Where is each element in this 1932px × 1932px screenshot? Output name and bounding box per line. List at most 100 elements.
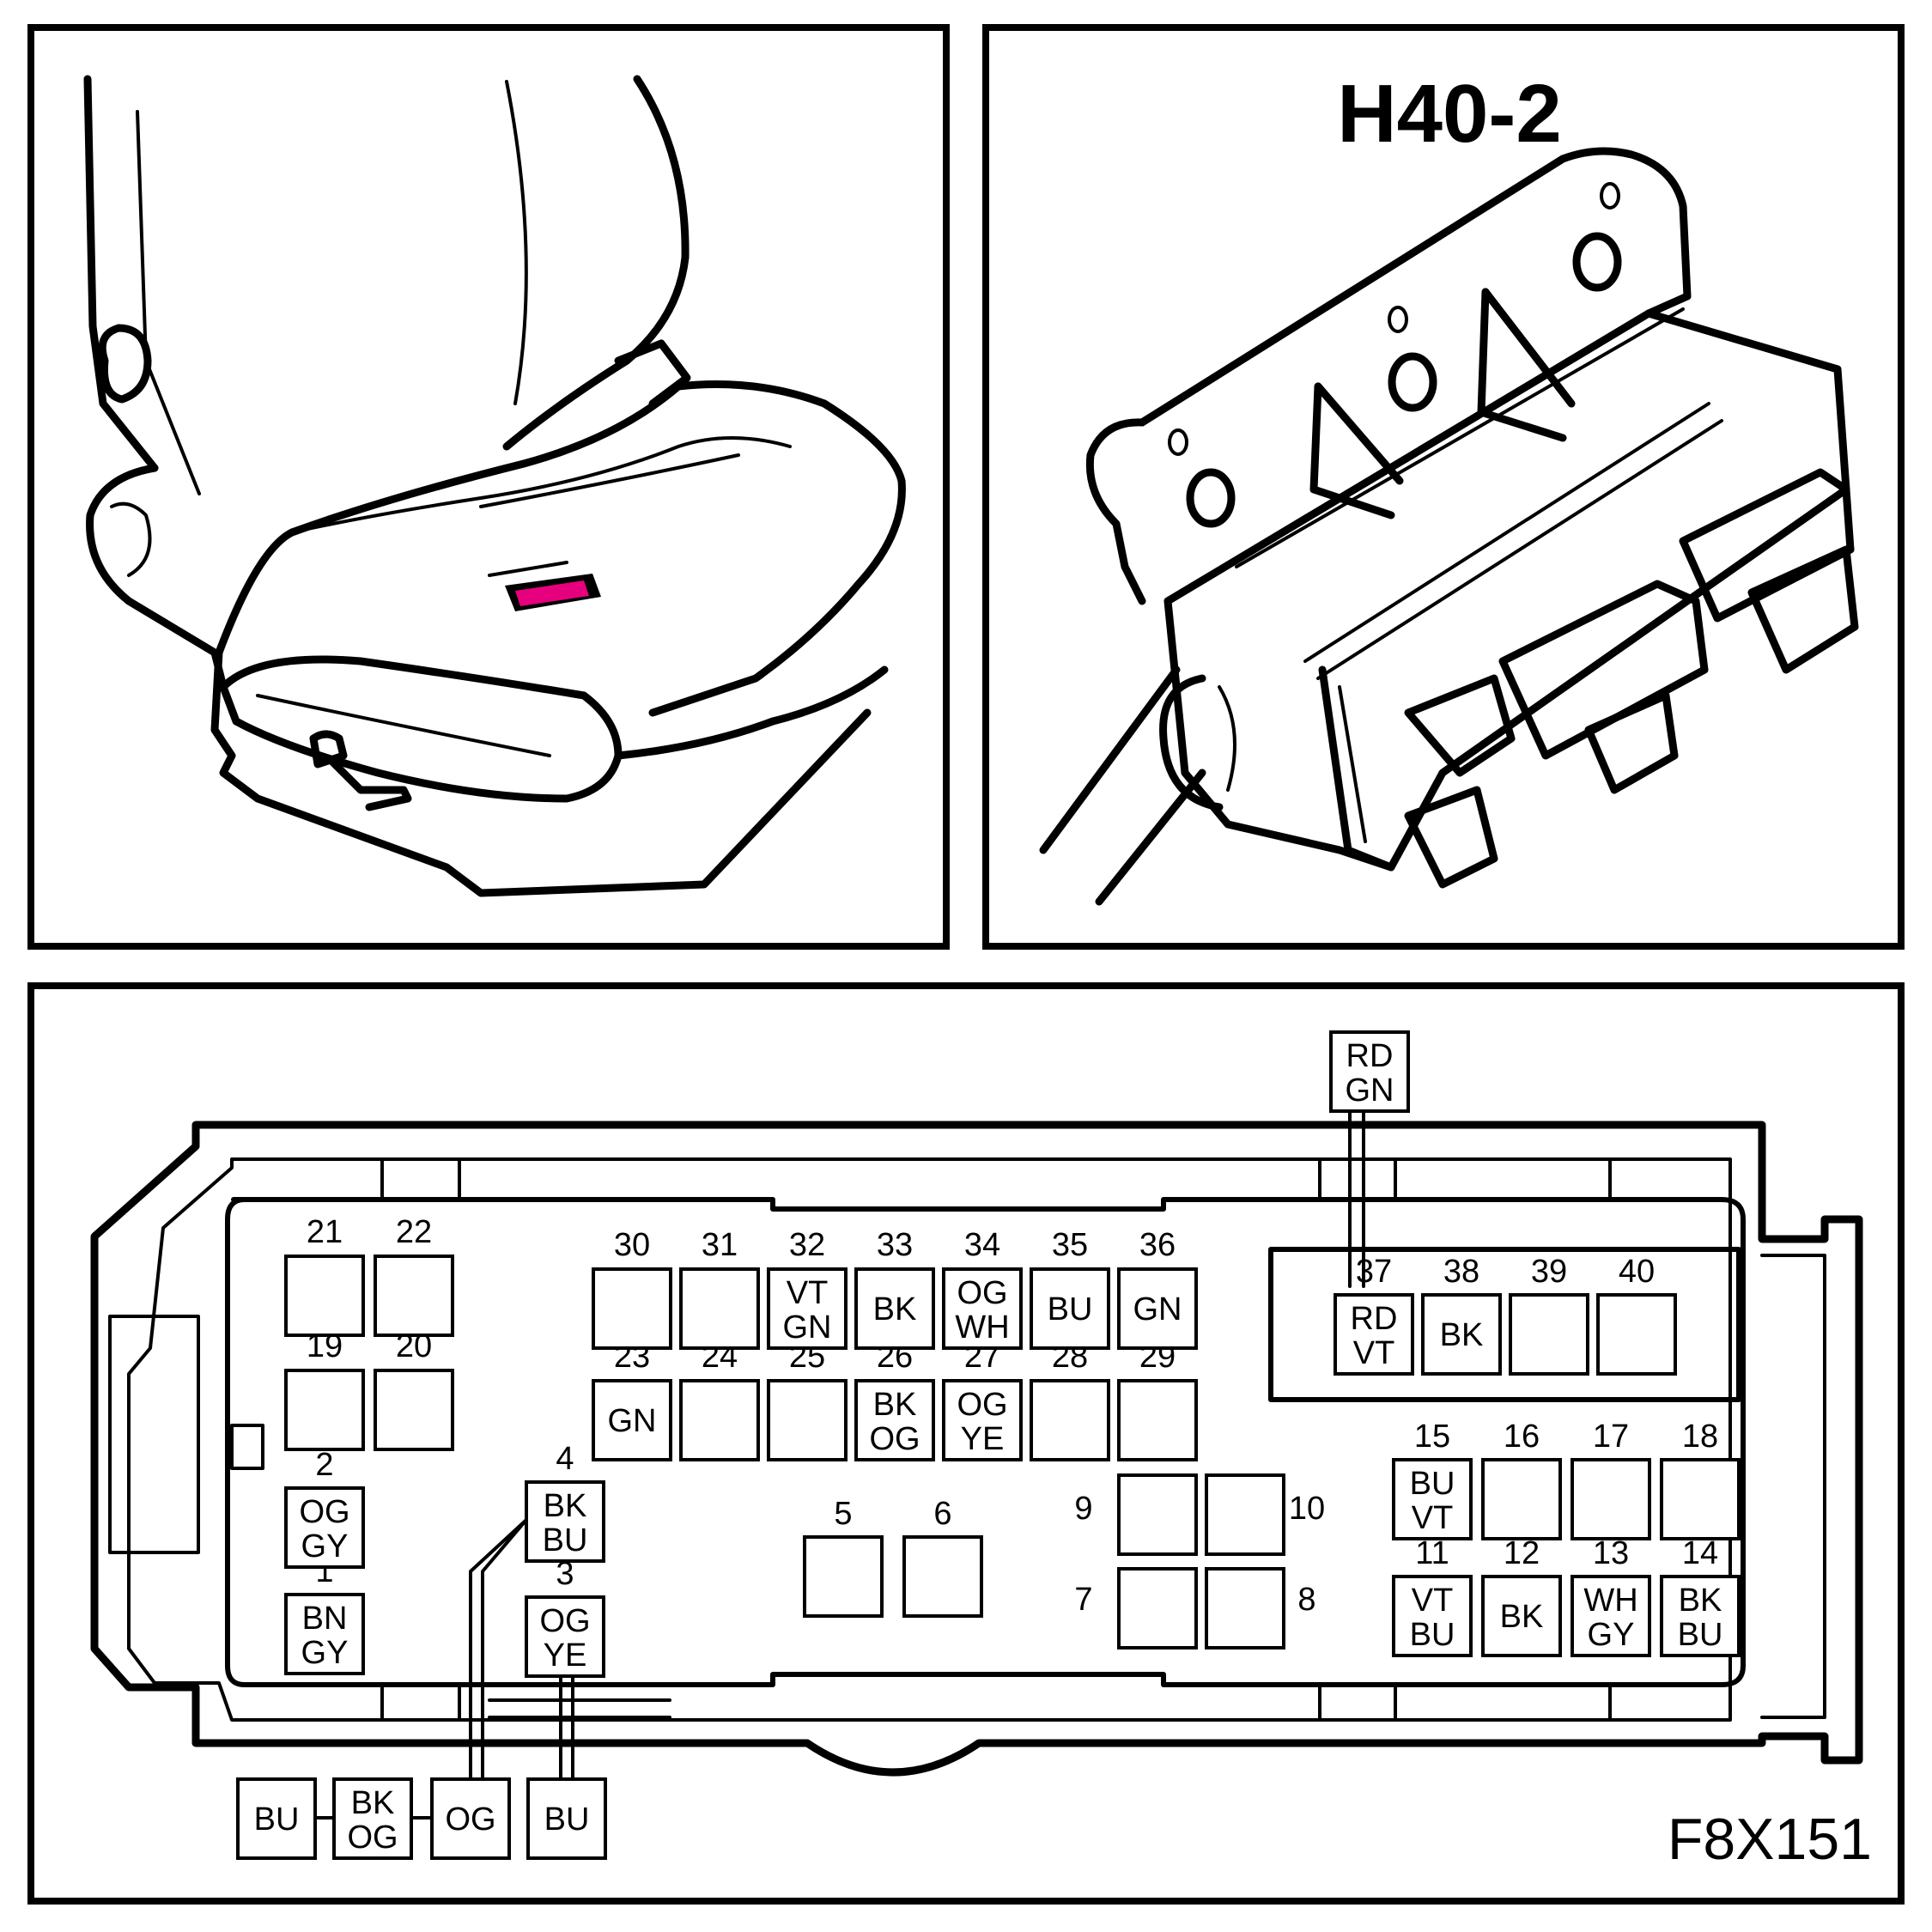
pin-6-cavity [902,1535,983,1618]
pin-22-cavity [374,1255,454,1337]
pin-20: 20 [374,1328,454,1451]
pin-9-cavity [1117,1473,1198,1556]
pin-40-cavity [1596,1293,1677,1376]
ext-b-wire-color-primary: BK [351,1785,395,1821]
pin-35-number: 35 [1052,1227,1088,1263]
pin-32-number: 32 [789,1227,825,1263]
pin-37-wire-color-primary: RD [1351,1301,1398,1337]
pin-29-cavity [1117,1379,1198,1461]
pin-1-wire-color-primary: BN [302,1601,348,1637]
pin-9: 9 [1074,1473,1198,1556]
connector-panel-frame [982,24,1905,950]
pin-17: 17 [1571,1419,1651,1540]
pin-23-wire-color: GN [608,1403,657,1439]
pin-32-wire-color-primary: VT [787,1275,829,1311]
pin-18-cavity [1660,1458,1741,1540]
pin-19: 19 [284,1328,365,1451]
pin-14-number: 14 [1682,1535,1718,1571]
pin-11-cavity [1392,1575,1473,1657]
pin-38-cavity [1421,1293,1502,1376]
pin-20-cavity [374,1369,454,1451]
pin-14-wire-color-primary: BK [1679,1583,1722,1619]
pin-38-wire-color: BK [1440,1317,1484,1353]
pin-11-wire-color-secondary: BU [1410,1617,1455,1653]
ext-4-wire-color: OG [445,1801,495,1838]
pin-32-wire-color-secondary: GN [783,1309,832,1346]
pin-30: 30 [592,1227,672,1350]
pin-3-wire-color-primary: OG [539,1603,590,1639]
pin-17-cavity [1571,1458,1651,1540]
pin-10-cavity [1205,1473,1285,1556]
connector-block-drawing [1039,147,1859,906]
pin-25-cavity [767,1379,848,1461]
pin-1-cavity [284,1593,365,1675]
pin-35-wire-color: BU [1048,1291,1093,1327]
pin-39-number: 39 [1531,1254,1567,1290]
seat-panel-frame [27,24,950,950]
pin-5-number: 5 [834,1496,852,1532]
connector-face-outline [90,1121,1863,1777]
ext-37-wire-color-secondary: GN [1346,1072,1394,1109]
pin-39-cavity [1509,1293,1589,1376]
pin-7: 7 [1074,1567,1198,1649]
pin-37-number: 37 [1356,1254,1392,1290]
pin-2-cavity [284,1486,365,1569]
pin-2-wire-color-secondary: GY [301,1528,349,1564]
pin-10: 10 [1205,1473,1325,1556]
pin-31-cavity [679,1267,760,1350]
pin-30-number: 30 [614,1227,650,1263]
pin-4-wire-color-secondary: BU [543,1522,588,1558]
pin-24-cavity [679,1379,760,1461]
seat-illustration-panel [27,24,950,950]
pin-31: 31 [679,1227,760,1350]
pin-26-wire-color-secondary: OG [869,1421,920,1457]
pin-4-number: 4 [556,1441,574,1477]
pin-2-number: 2 [315,1447,333,1483]
pin-37-wire-color-secondary: VT [1353,1335,1395,1371]
ext-3-box [526,1777,607,1860]
ext-a-label: BU [236,1777,317,1860]
ext-3-label: BU [526,1777,607,1860]
pin-35-cavity [1030,1267,1110,1350]
pin-21-number: 21 [307,1214,343,1250]
pin-6-number: 6 [933,1496,951,1532]
pin-27-wire-color-secondary: YE [961,1421,1005,1457]
pin-27-wire-color-primary: OG [957,1387,1007,1423]
pin-3-wire-color-secondary: YE [544,1637,587,1674]
pin-34-cavity [942,1267,1023,1350]
pin-27-cavity [942,1379,1023,1461]
pin-8-cavity [1205,1567,1285,1649]
pin-37-cavity [1334,1293,1414,1376]
ext-b-box [332,1777,413,1860]
pin-21: 21 [284,1214,365,1337]
pin-16: 16 [1481,1419,1562,1540]
pin-25: 25 [767,1339,848,1461]
pin-21-cavity [284,1255,365,1337]
pin-8: 8 [1205,1567,1316,1649]
pin-18-number: 18 [1682,1419,1718,1455]
pin-28-cavity [1030,1379,1110,1461]
pin-36-number: 36 [1139,1227,1176,1263]
seat-sensor-highlight [515,580,589,606]
pin-6: 6 [902,1496,983,1618]
pin-4-wire-color-primary: BK [544,1488,587,1524]
pin-28: 28 [1030,1339,1110,1461]
pin-4-cavity [525,1480,605,1563]
pin-39: 39 [1509,1254,1589,1376]
pin-18: 18 [1660,1419,1741,1540]
pin-22: 22 [374,1214,454,1337]
connector-housing [90,1121,1863,1777]
